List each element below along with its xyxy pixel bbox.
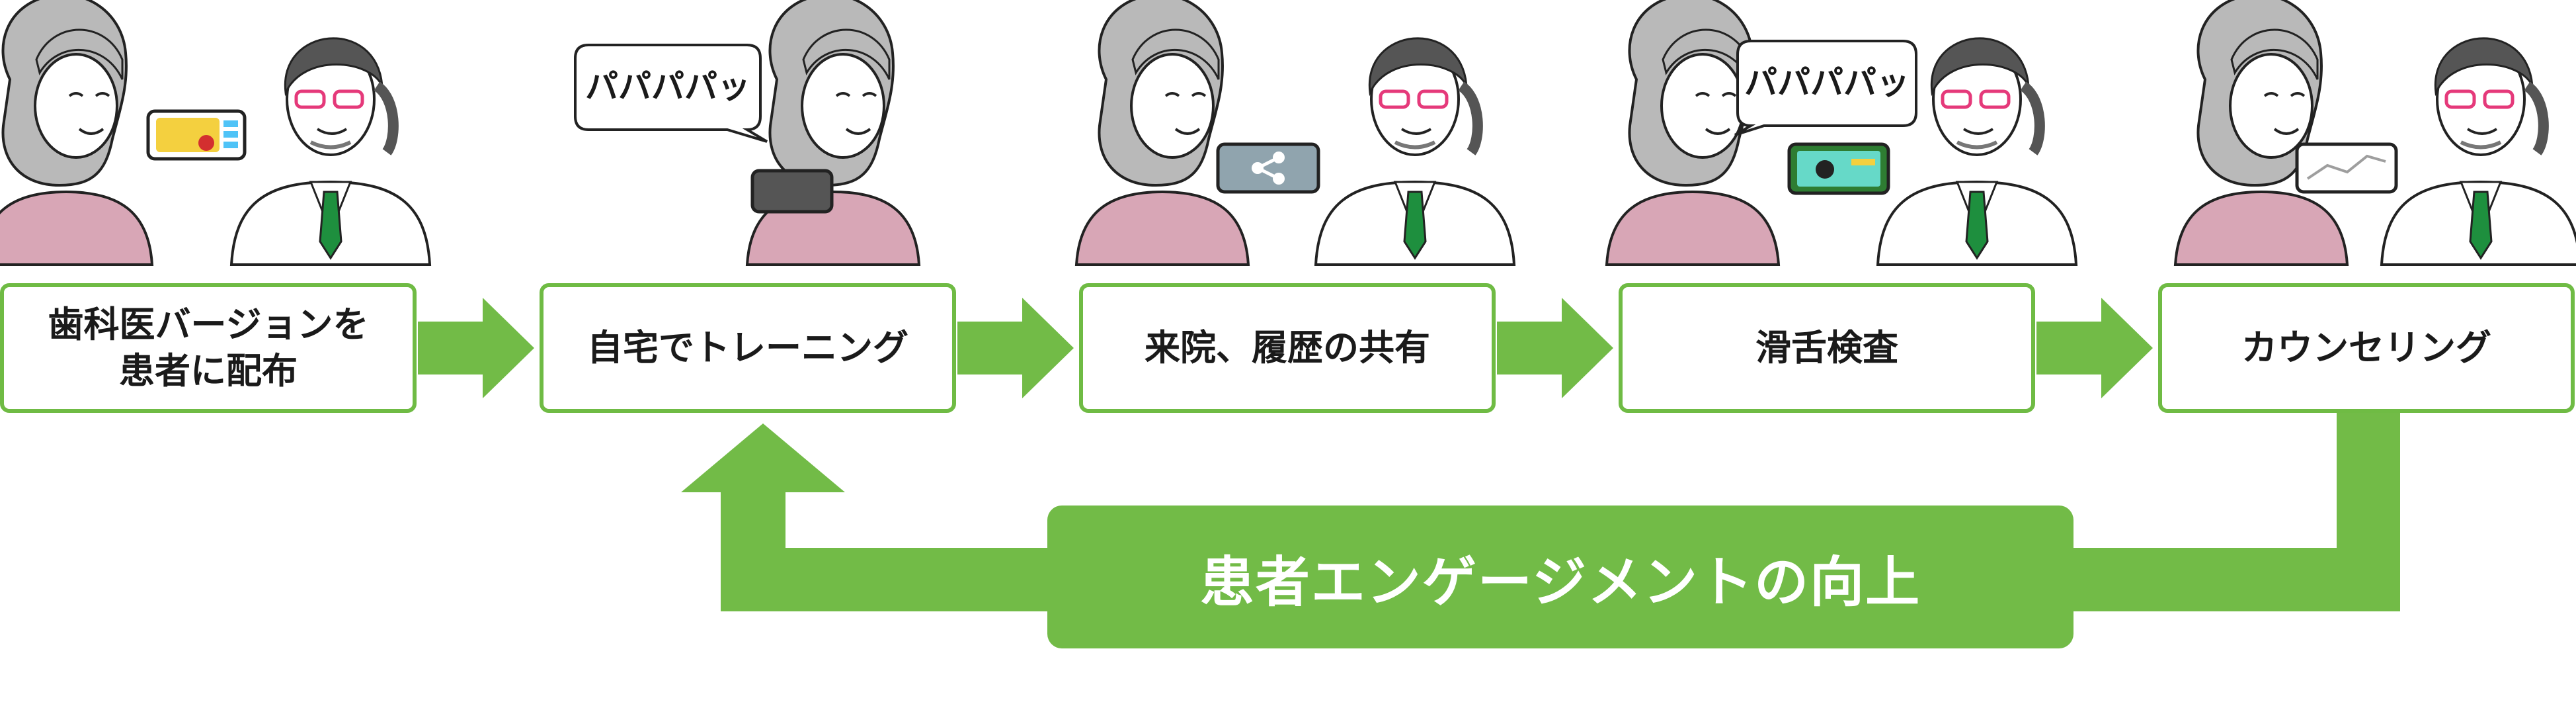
tablet-chart-icon bbox=[2295, 142, 2398, 194]
step-label: 来院、履歴の共有 bbox=[1145, 326, 1430, 369]
step-box-visit-share: 来院、履歴の共有 bbox=[1079, 283, 1496, 413]
step-label: 自宅でトレーニング bbox=[587, 326, 908, 369]
forward-arrow bbox=[418, 298, 534, 398]
step-label: カウンセリング bbox=[2241, 326, 2491, 369]
step-box-counseling: カウンセリング bbox=[2158, 283, 2575, 413]
step-box-articulation-test: 滑舌検査 bbox=[1619, 283, 2035, 413]
tablet-game-icon bbox=[1787, 142, 1890, 195]
feedback-loop-arrow bbox=[681, 423, 1047, 611]
patient-illustration bbox=[1075, 0, 1250, 266]
doctor-illustration bbox=[231, 38, 430, 265]
engagement-label: 患者エンゲージメントの向上 bbox=[1199, 550, 1921, 614]
step-label: 滑舌検査 bbox=[1755, 326, 1898, 369]
doctor-illustration bbox=[1316, 38, 1514, 265]
tablet-icon bbox=[750, 169, 834, 214]
share-icon bbox=[1216, 142, 1320, 194]
speech-bubble: パパパパッ bbox=[1734, 40, 1917, 136]
patient-illustration bbox=[2174, 0, 2349, 266]
doctor-illustration bbox=[2382, 38, 2576, 265]
forward-arrow bbox=[957, 298, 1074, 398]
patient-illustration bbox=[746, 0, 920, 266]
speech-bubble-text: パパパパッ bbox=[585, 67, 750, 106]
speech-bubble-text: パパパパッ bbox=[1744, 64, 1910, 102]
step-box-distribute: 歯科医バージョンを 患者に配布 bbox=[0, 283, 417, 413]
step-label: 歯科医バージョンを 患者に配布 bbox=[48, 303, 369, 392]
engagement-banner: 患者エンゲージメントの向上 bbox=[1047, 506, 2073, 648]
forward-arrow bbox=[1497, 298, 1613, 398]
feedback-loop-arrow bbox=[2073, 413, 2400, 611]
speech-bubble: パパパパッ bbox=[574, 44, 768, 143]
forward-arrow bbox=[2036, 298, 2153, 398]
tablet-app-icon bbox=[146, 109, 247, 161]
patient-illustration bbox=[0, 0, 153, 266]
step-box-home-training: 自宅でトレーニング bbox=[540, 283, 956, 413]
